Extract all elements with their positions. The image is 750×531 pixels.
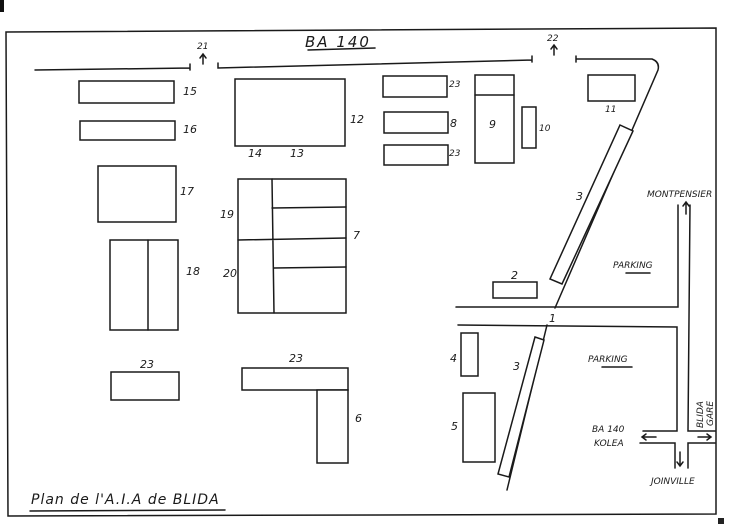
building-label: 23 [289, 352, 303, 365]
building-23-mid [383, 144, 449, 166]
building-label: 9 [489, 118, 496, 131]
building-23-top [382, 75, 448, 98]
building-18 [109, 239, 179, 331]
underline [307, 47, 376, 51]
parking-upper-label: PARKING [613, 261, 653, 271]
building-label: 20 [223, 267, 237, 280]
road-network [455, 204, 716, 491]
building-5 [462, 392, 496, 463]
title-underline [29, 509, 226, 512]
gate-label: 21 [197, 42, 208, 52]
building-10 [521, 106, 537, 149]
building-label: 11 [605, 105, 616, 115]
gate-21: 21 [197, 42, 208, 65]
building-23-6-l-shape [241, 367, 349, 464]
building-8 [383, 111, 449, 134]
direction-joinville: JOINVILLE [649, 477, 695, 487]
building-15 [78, 80, 175, 104]
building-label: 3 [513, 360, 520, 373]
building-3-upper [548, 124, 634, 285]
building-label: 4 [450, 352, 457, 365]
building-17 [97, 165, 177, 223]
building-complex-7-19-20 [237, 178, 347, 314]
building-23-left [110, 371, 180, 401]
arrow-down-icon [676, 451, 684, 468]
building-label: 2 [511, 269, 518, 282]
building-label: 13 [290, 147, 304, 160]
building-label: 12 [350, 113, 364, 126]
building-label: 10 [539, 124, 551, 134]
parking-lower-label: PARKING [588, 355, 628, 365]
top-road [34, 55, 660, 309]
building-label: 19 [220, 208, 234, 221]
building-label: 8 [450, 117, 457, 130]
building-9 [474, 74, 515, 164]
building-label: 17 [180, 185, 194, 198]
road-label: 1 [549, 312, 556, 325]
scan-mark [0, 0, 4, 12]
building-label: 16 [183, 123, 197, 136]
building-label: 23 [449, 149, 461, 159]
scan-shadow [718, 518, 724, 524]
direction-ba140: BA 140 [592, 425, 625, 435]
direction-gare: GARE [706, 401, 716, 426]
top-road-label: BA 140 [305, 33, 371, 51]
direction-blida: BLIDA [696, 401, 706, 428]
building-label: 3 [576, 190, 583, 203]
direction-kolea: KOLEA [594, 439, 624, 449]
arrow-up-icon [682, 200, 690, 215]
arrow-up-icon [550, 43, 558, 56]
direction-blida-gare: BLIDA GARE [696, 401, 716, 428]
building-2 [492, 281, 538, 299]
building-label: 18 [186, 265, 200, 278]
map-title: Plan de l'A.I.A de BLIDA [31, 492, 220, 508]
building-12 [234, 78, 346, 147]
building-11 [587, 74, 636, 102]
arrow-left-icon [640, 433, 657, 441]
arrow-right-icon [697, 433, 713, 441]
building-label: 23 [140, 358, 154, 371]
building-label: 7 [353, 229, 360, 242]
building-label: 14 [248, 147, 262, 160]
map-border [5, 27, 717, 517]
building-label: 5 [451, 420, 458, 433]
direction-montpensier: MONTPENSIER [647, 190, 712, 200]
arrow-up-icon [199, 52, 207, 65]
gate-label: 22 [547, 34, 559, 44]
building-label: 15 [183, 85, 197, 98]
gate-22: 22 [547, 34, 559, 56]
building-16 [79, 120, 176, 141]
building-4 [460, 332, 479, 377]
building-3-lower [497, 336, 545, 478]
building-label: 6 [355, 412, 362, 425]
building-label: 23 [449, 80, 461, 90]
